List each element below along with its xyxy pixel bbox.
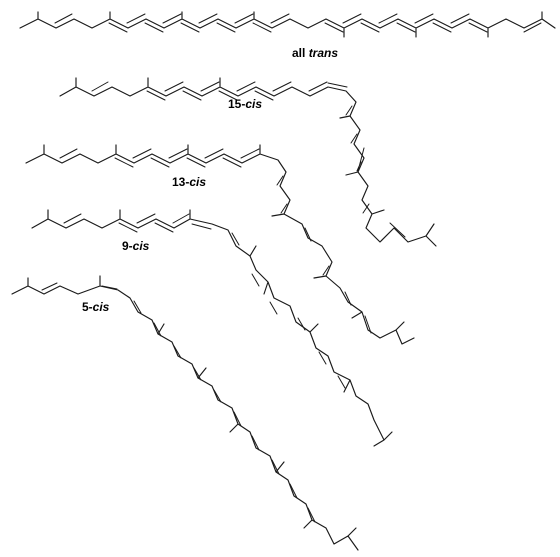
molecule-13-cis-double-bonds (59, 148, 372, 334)
label-9-cis: 9-cis (122, 239, 150, 253)
molecule-15-cis-double-bonds (91, 81, 406, 238)
molecule-all-trans: all trans (19, 11, 556, 60)
molecule-all-trans-skeleton (19, 11, 556, 38)
molecule-13-cis: 13-cis (25, 144, 415, 345)
molecule-9-cis-double-bonds (63, 213, 346, 389)
molecule-5-cis-double-bonds (41, 282, 316, 523)
label-15-cis: 15-cis (228, 97, 262, 111)
molecule-all-trans-double-bonds (54, 13, 542, 33)
molecule-5-cis: 5-cis (11, 275, 359, 551)
label-all-trans: all trans (292, 46, 338, 60)
label-5-cis: 5-cis (82, 300, 110, 314)
molecule-13-cis-skeleton (25, 144, 415, 345)
label-13-cis: 13-cis (172, 175, 206, 189)
molecule-9-cis: 9-cis (31, 209, 393, 447)
molecule-5-cis-skeleton (11, 275, 359, 551)
molecule-15-cis-skeleton (59, 77, 437, 247)
molecule-9-cis-skeleton (31, 209, 393, 447)
molecule-15-cis: 15-cis (59, 77, 437, 247)
